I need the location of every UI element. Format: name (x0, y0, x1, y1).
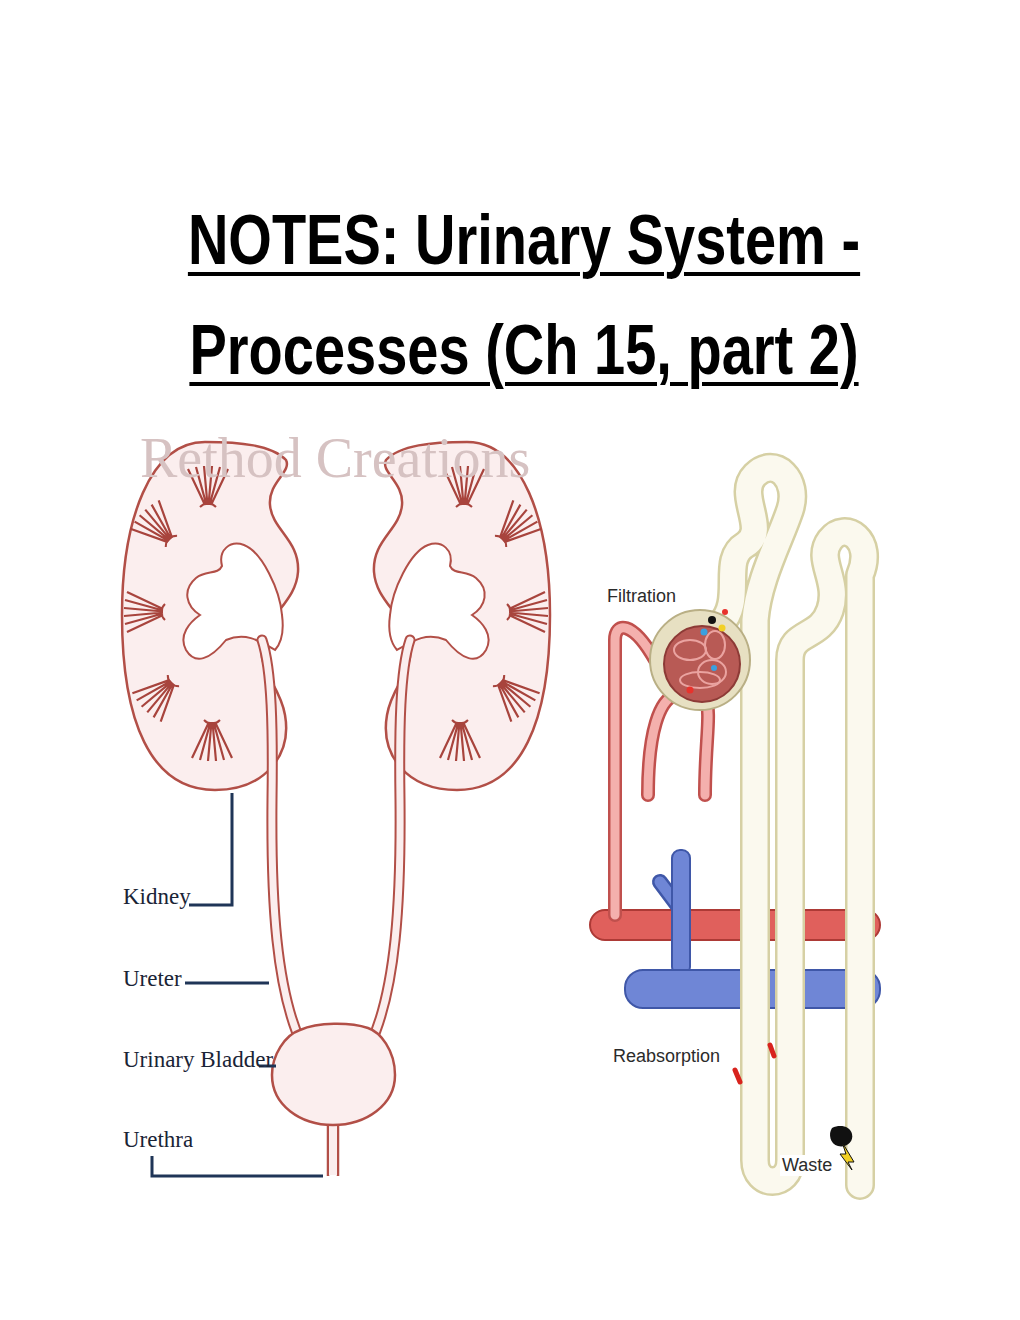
part-label: Kidney (123, 884, 191, 910)
page-title: NOTES: Urinary System - Processes (Ch 15… (172, 185, 876, 405)
process-label: Reabsorption (613, 1046, 720, 1067)
tubule (720, 468, 864, 1185)
title-box: NOTES: Urinary System - Processes (Ch 15… (172, 185, 876, 405)
left-kidney (122, 442, 302, 1045)
reabsorbed-particle (735, 1045, 774, 1082)
part-label: Urinary Bladder (123, 1047, 273, 1073)
process-label: Filtration (607, 586, 676, 607)
capillary-coils (674, 631, 726, 688)
urinary-bladder (272, 1024, 395, 1125)
artery (590, 910, 880, 940)
solute-dots (687, 609, 729, 694)
tubule-lumen (720, 468, 864, 1185)
process-label: Waste (780, 1155, 834, 1176)
bowman-capsule (650, 610, 750, 710)
part-label: Urethra (123, 1127, 193, 1153)
watermark: Rethod Creations (140, 426, 530, 490)
glomerulus (664, 626, 740, 702)
right-kidney (370, 442, 550, 1045)
part-label: Ureter (123, 966, 182, 992)
nephron (590, 468, 880, 1185)
vein-branch (672, 850, 690, 975)
